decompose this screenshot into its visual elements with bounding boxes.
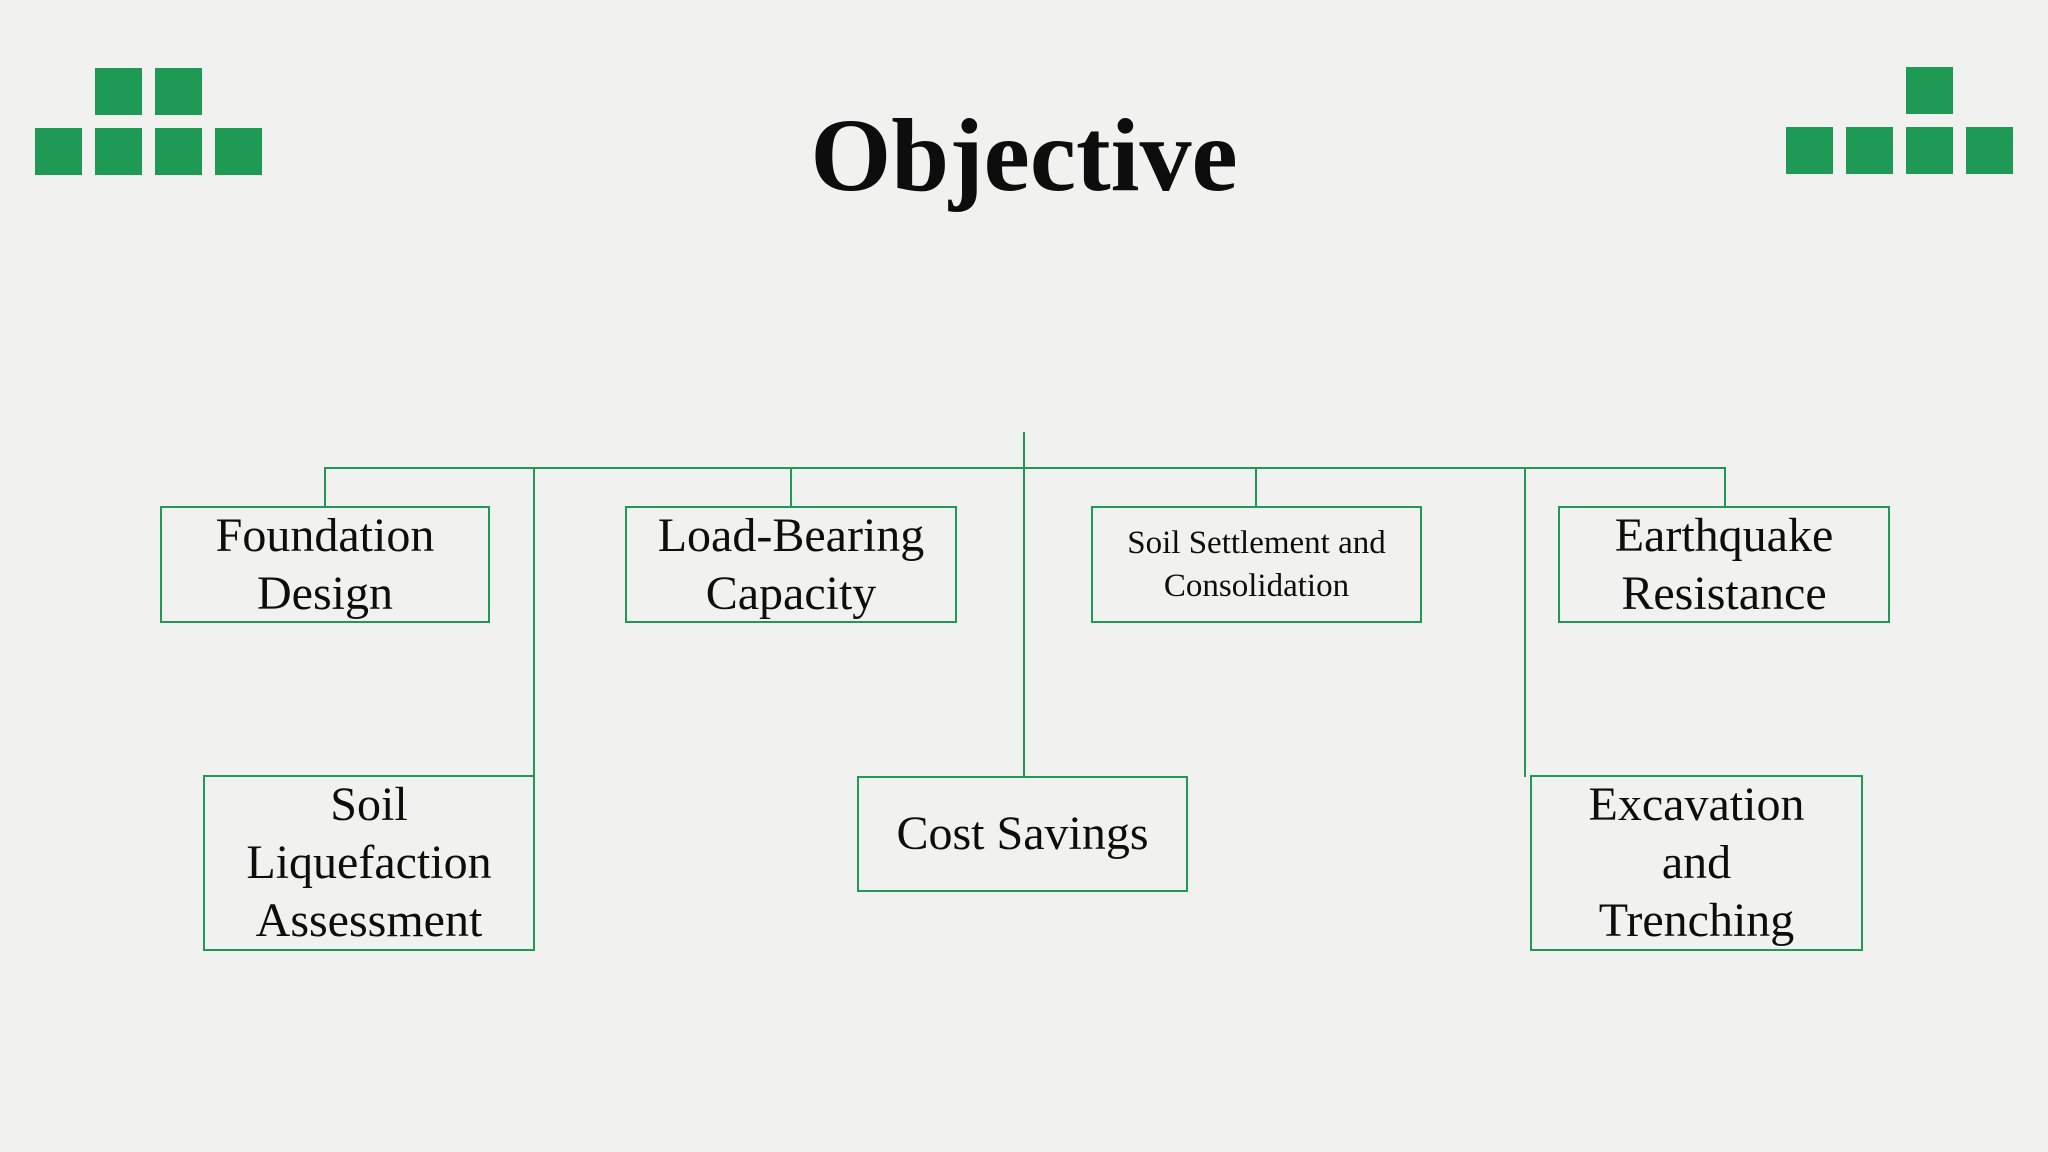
- decor-square: [215, 128, 262, 175]
- node-earthquake-resistance: Earthquake Resistance: [1558, 506, 1890, 623]
- decor-square: [1966, 127, 2013, 174]
- decor-square: [1846, 127, 1893, 174]
- decor-square: [155, 128, 202, 175]
- node-foundation-design: Foundation Design: [160, 506, 490, 623]
- decor-square: [95, 68, 142, 115]
- decor-square: [35, 128, 82, 175]
- node-excavation-trenching: Excavation and Trenching: [1530, 775, 1863, 951]
- connector-line-drop-excavation: [1524, 467, 1526, 777]
- connector-line-stub-load-bearing: [790, 467, 792, 508]
- connector-line-drop-liquefaction: [533, 467, 535, 777]
- connector-line-trunk: [1023, 432, 1025, 778]
- connector-line-stub-soil-settlement: [1255, 467, 1257, 508]
- node-cost-savings: Cost Savings: [857, 776, 1188, 892]
- decor-square: [95, 128, 142, 175]
- decor-square: [155, 68, 202, 115]
- connector-line-stub-foundation: [324, 467, 326, 508]
- node-load-bearing-capacity: Load-Bearing Capacity: [625, 506, 957, 623]
- decor-square: [1906, 127, 1953, 174]
- connector-line-stub-earthquake: [1724, 467, 1726, 508]
- decor-square: [1906, 67, 1953, 114]
- node-soil-liquefaction-assessment: Soil Liquefaction Assessment: [203, 775, 535, 951]
- node-soil-settlement-consolidation: Soil Settlement and Consolidation: [1091, 506, 1422, 623]
- page-title: Objective: [810, 98, 1238, 213]
- decor-square: [1786, 127, 1833, 174]
- connector-line-horizontal: [324, 467, 1726, 469]
